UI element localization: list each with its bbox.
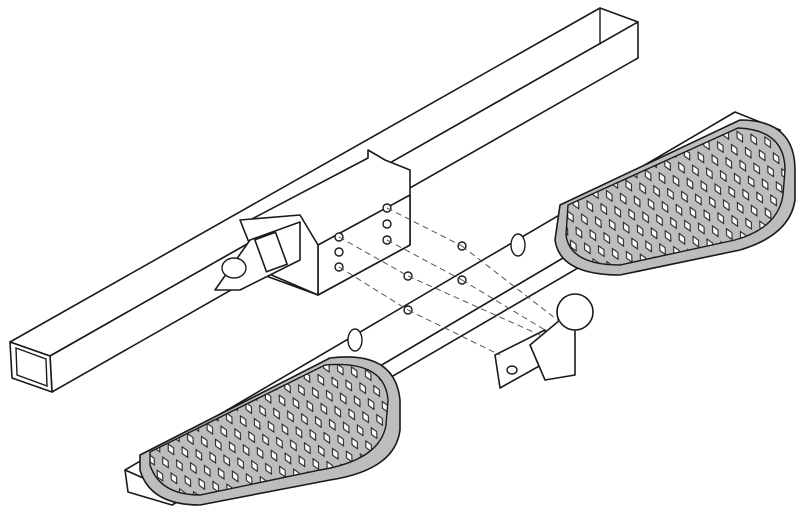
right-step-pad [554, 119, 796, 276]
tow-ball-hitch [494, 293, 594, 389]
mounting-bracket [214, 149, 411, 296]
alignment-dashed-lines [338, 207, 561, 356]
left-step-pad [139, 356, 401, 506]
